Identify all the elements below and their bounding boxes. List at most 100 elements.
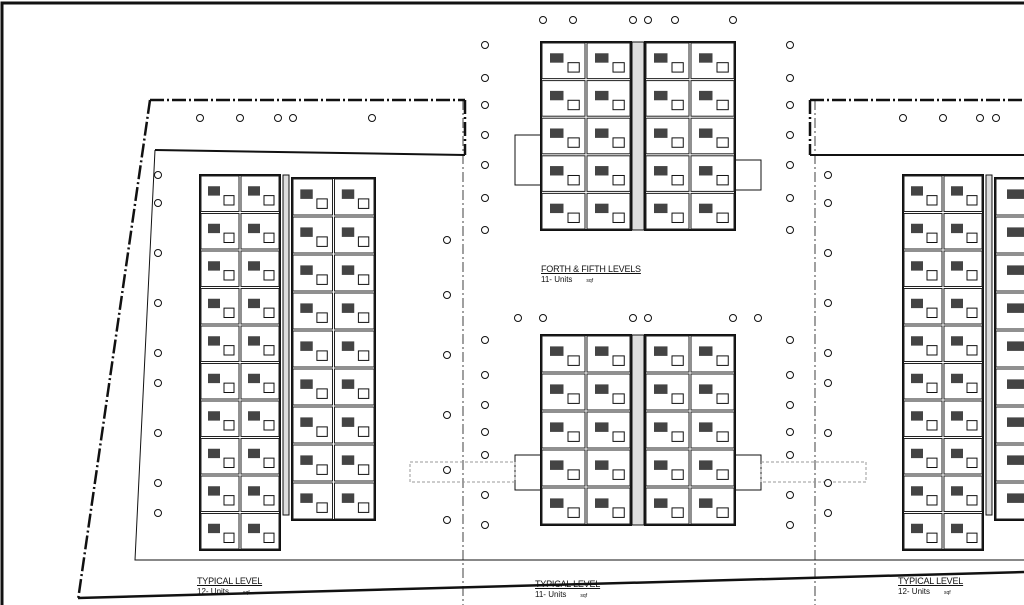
- fixture: [550, 203, 564, 214]
- grid-bubble: [481, 131, 489, 139]
- grid-bubble: [824, 479, 832, 487]
- unit-room: [200, 213, 240, 250]
- fixture: [951, 523, 963, 534]
- fixture: [595, 384, 609, 394]
- grid-bubble: [154, 171, 162, 179]
- unit-room: [645, 117, 690, 155]
- fixture: [567, 174, 580, 186]
- fixture: [699, 346, 713, 356]
- grid-bubble: [274, 114, 282, 122]
- fixture: [300, 379, 313, 389]
- grid-bubble: [824, 199, 832, 207]
- fixture: [550, 422, 564, 432]
- fixture: [550, 128, 564, 138]
- fixture: [567, 507, 580, 518]
- unit-room: [995, 254, 1024, 292]
- fixture: [316, 350, 328, 361]
- plan-area: sqf: [944, 590, 951, 596]
- fixture: [966, 457, 978, 468]
- fixture: [567, 99, 580, 111]
- unit-room: [541, 117, 586, 155]
- fixture: [263, 270, 275, 281]
- unit-room: [200, 175, 240, 212]
- fixture: [612, 212, 625, 223]
- fixture: [671, 137, 684, 148]
- building-left-wing-a: [199, 174, 281, 551]
- fixture: [911, 298, 923, 309]
- grid-bubble: [786, 131, 794, 139]
- fixture: [654, 90, 668, 101]
- plan-title: TYPICAL LEVEL: [197, 576, 263, 586]
- grid-bubble: [729, 314, 737, 322]
- fixture: [951, 486, 963, 496]
- fixture: [699, 203, 713, 214]
- unit-room: [334, 368, 375, 406]
- grid-bubble: [824, 379, 832, 387]
- fixture: [966, 532, 978, 543]
- fixture: [263, 232, 275, 243]
- unit-room: [943, 288, 983, 325]
- plan-title: FORTH & FIFTH LEVELS: [541, 264, 641, 274]
- balcony: [734, 159, 762, 191]
- unit-room: [334, 216, 375, 254]
- fixture: [612, 62, 625, 73]
- fixture: [671, 212, 684, 223]
- grid-bubble: [443, 411, 451, 419]
- grid-bubble: [786, 401, 794, 409]
- fixture: [300, 189, 313, 199]
- unit-room: [541, 411, 586, 449]
- fixture: [716, 507, 729, 518]
- unit-room: [690, 487, 735, 525]
- fixture: [357, 350, 370, 361]
- grid-bubble: [824, 249, 832, 257]
- grid-bubble: [481, 194, 489, 202]
- corridor: [631, 41, 645, 231]
- fixture: [654, 166, 668, 176]
- fixture: [341, 379, 355, 389]
- fixture: [654, 422, 668, 432]
- fixture: [223, 420, 235, 431]
- fixture: [208, 523, 220, 534]
- plan-area: sqf: [580, 593, 588, 599]
- grid-bubble: [786, 491, 794, 499]
- fixture: [926, 457, 938, 468]
- fixture: [1007, 341, 1024, 351]
- unit-room: [903, 175, 943, 212]
- fixture: [263, 532, 275, 543]
- fixture: [716, 137, 729, 148]
- unit-room: [541, 373, 586, 411]
- fixture: [550, 460, 564, 470]
- balcony: [514, 134, 542, 186]
- unit-room: [690, 411, 735, 449]
- unit-room: [903, 438, 943, 475]
- fixture: [654, 460, 668, 470]
- fixture: [911, 261, 923, 271]
- fixture: [357, 426, 370, 437]
- fixture: [926, 382, 938, 393]
- building-center-bottom-b: [644, 334, 736, 526]
- fixture: [612, 174, 625, 186]
- grid-bubble: [976, 114, 984, 122]
- fixture: [699, 53, 713, 63]
- fixture: [671, 355, 684, 366]
- fixture: [595, 422, 609, 432]
- grid-bubble: [154, 199, 162, 207]
- fixture: [357, 312, 370, 323]
- fixture: [699, 422, 713, 432]
- fixture: [595, 460, 609, 470]
- unit-room: [541, 335, 586, 373]
- fixture: [951, 223, 963, 234]
- fixture: [1007, 189, 1024, 199]
- unit-room: [645, 155, 690, 192]
- fixture: [951, 373, 963, 384]
- grid-bubble: [481, 371, 489, 379]
- fixture: [612, 507, 625, 518]
- fixture: [716, 431, 729, 442]
- fixture: [671, 174, 684, 186]
- plan-area: sqf: [243, 590, 250, 596]
- unit-room: [690, 449, 735, 487]
- fixture: [263, 307, 275, 318]
- fixture: [699, 384, 713, 394]
- unit-room: [200, 438, 240, 475]
- fixture: [550, 90, 564, 101]
